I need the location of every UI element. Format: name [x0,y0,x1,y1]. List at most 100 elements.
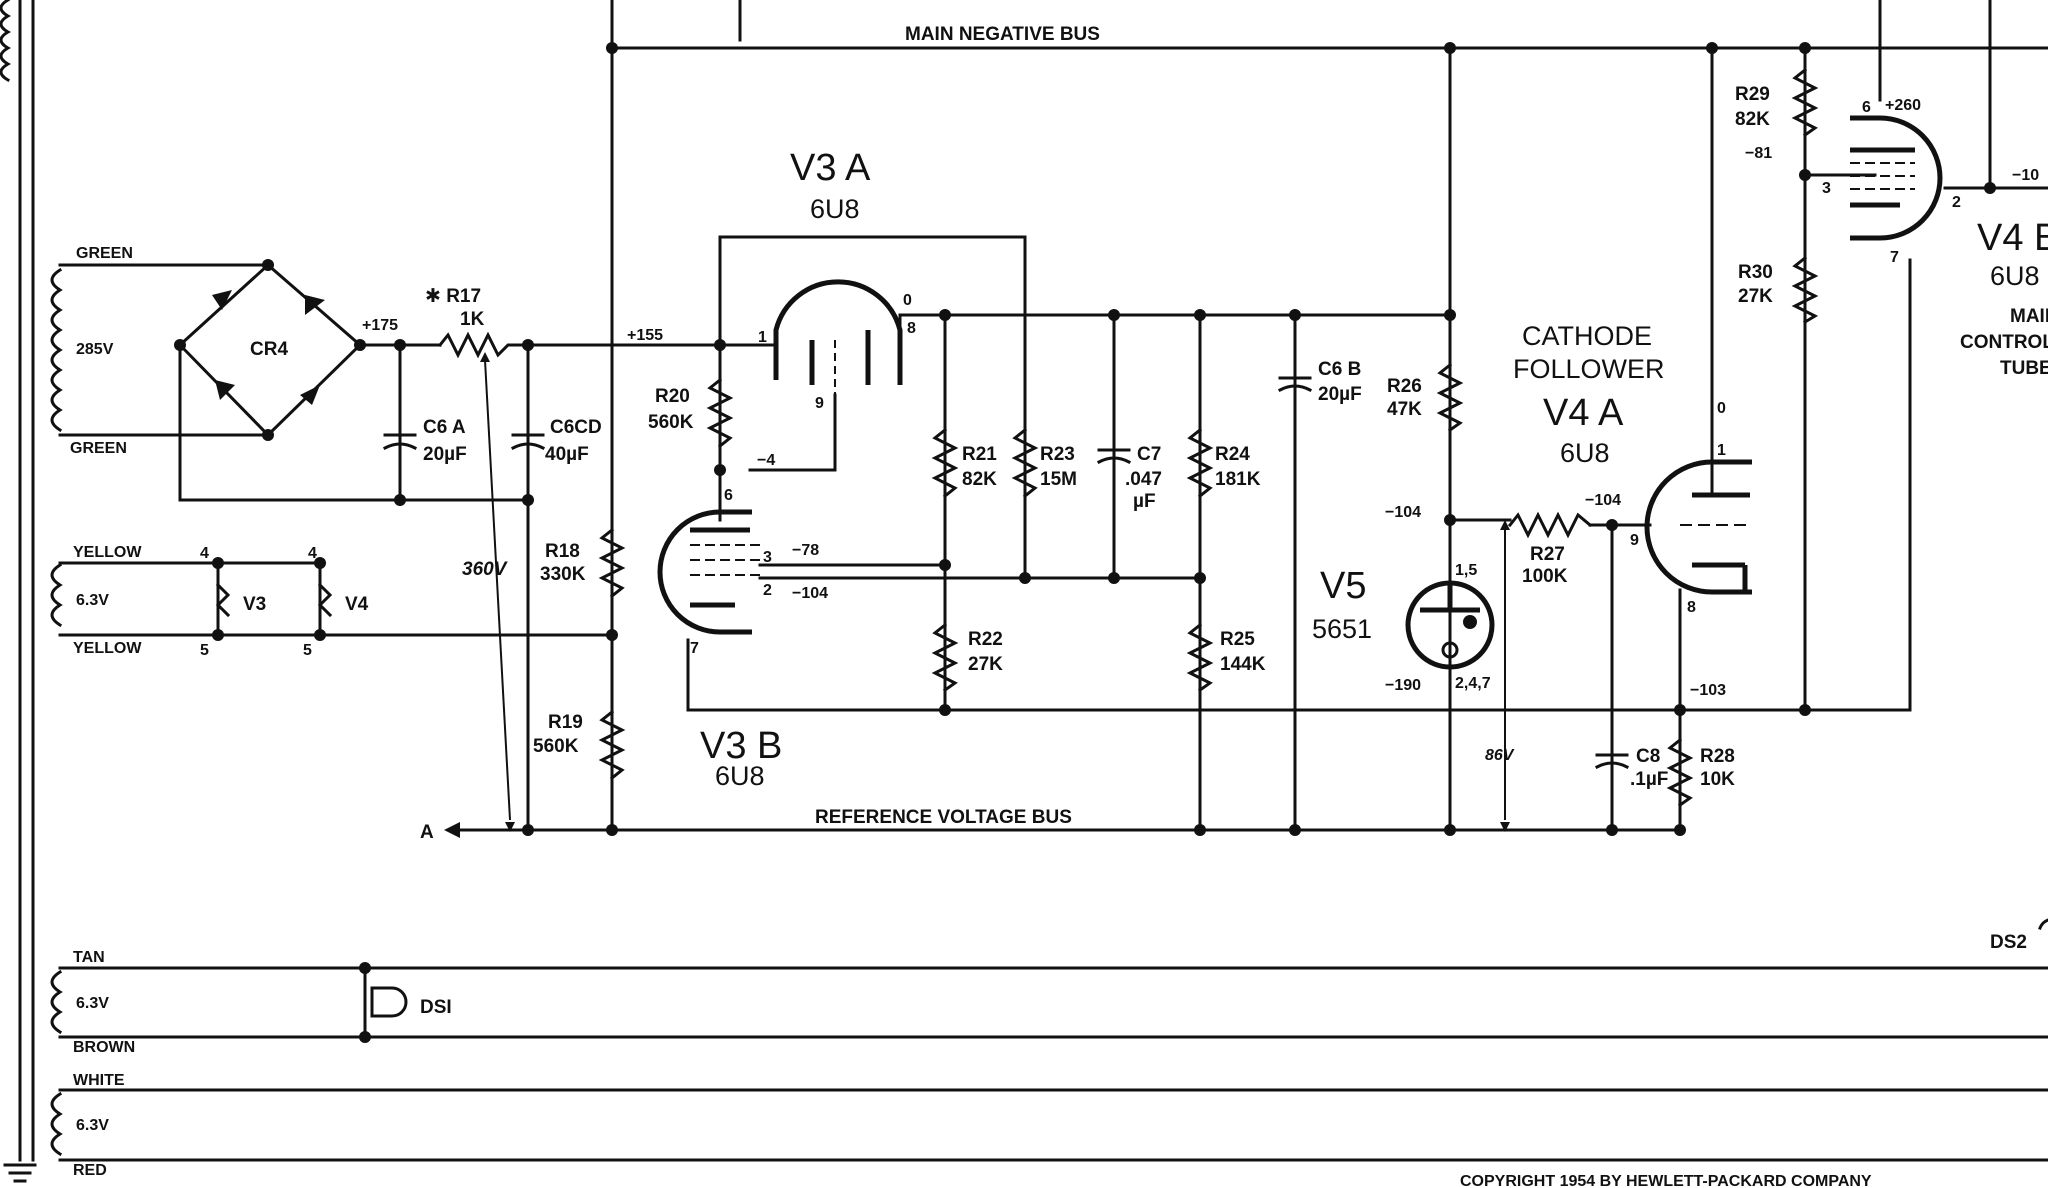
junction-dot [1108,572,1120,584]
c6a-capacitor-icon [382,442,418,451]
v3a-name-label: V3 A [790,147,871,189]
pin-label: 9 [1630,532,1639,549]
r25-value-label: 144K [1220,654,1266,675]
r24-label: R24 [1215,444,1250,465]
r17-value-label: 1K [460,309,485,330]
v5-dot [1463,615,1477,629]
junction-dot [939,309,951,321]
junction-dot [1984,182,1996,194]
arrow-head-icon [480,352,490,362]
r23-resistor-icon [1011,427,1039,499]
transformer-windings [0,0,63,1183]
r23-label: R23 [1040,444,1075,465]
copyright-footer: COPYRIGHT 1954 BY HEWLETT-PACKARD COMPAN… [1460,1173,1872,1188]
junction-dot [606,42,618,54]
r27-label: R27 [1530,544,1565,565]
junction-dot [314,629,326,641]
v4a-envelope [1644,459,1752,595]
filament-winding-icon [50,562,63,628]
junction-dot [314,557,326,569]
junction-dot [212,629,224,641]
r20-value-label: 560K [648,412,694,433]
junction-dot [606,629,618,641]
r18-value-label: 330K [540,564,586,585]
c6a-value-label: 20µF [423,444,467,465]
green-top-label: GREEN [76,245,133,262]
pin-label: 4 [308,545,317,562]
pin-label: 1,5 [1455,562,1477,579]
pin-label: 5 [200,642,209,659]
filament-winding-icon [50,969,63,1035]
reference-voltage-bus-label: REFERENCE VOLTAGE BUS [815,807,1072,828]
a-terminal-arrow-icon [444,822,460,838]
v5-regulator-tube-icon [1405,580,1495,670]
ds2-lamp-icon [2038,918,2048,930]
red-label: RED [73,1162,107,1179]
v3-heater-label: V3 [243,594,266,615]
junction-dot [262,259,274,271]
junction-dot [394,339,406,351]
labels: MAIN NEGATIVE BUS REFERENCE VOLTAGE BUS … [70,24,2048,1188]
c6a-label: C6 A [423,417,466,438]
r18-resistor-icon [598,527,626,599]
junction-dot [1444,309,1456,321]
hv-label: 285V [76,341,114,358]
r19-label: R19 [548,712,583,733]
r22-resistor-icon [931,622,959,693]
junction-dot [394,494,406,506]
voltage-label: +260 [1885,97,1921,114]
junction-dot [1194,824,1206,836]
v4a-title1-label: CATHODE [1522,321,1652,351]
pin-label: 0 [903,292,912,309]
junction-dot [212,557,224,569]
v5-name-label: V5 [1320,565,1366,607]
fil2-label: 6.3V [76,995,109,1012]
pin-label: 2 [1952,194,1961,211]
v4b-desc2-label: CONTROL [1960,332,2048,353]
junction-dot [1194,572,1206,584]
junction-dot [1289,824,1301,836]
v5-cathode [1441,641,1459,659]
pin-label: 6 [724,487,733,504]
junction-dot [1108,309,1120,321]
voltage-label: −104 [1385,504,1421,521]
r25-resistor-icon [1186,622,1214,693]
voltage-label: −104 [792,585,828,602]
pin-label: 9 [815,395,824,412]
v4-heater-icon [317,582,333,618]
pin-label: 1 [1717,442,1726,459]
v3a-type-label: 6U8 [810,194,860,224]
r21-resistor-icon [931,427,959,499]
pin-label: 4 [200,545,209,562]
white-label: WHITE [73,1072,125,1089]
junction-dot [359,962,371,974]
ds1-lamp-icon [370,986,408,1018]
ds1-label: DSI [420,997,452,1018]
junction-dot [1606,519,1618,531]
junction-dot [1019,572,1031,584]
c8-value-label: .1µF [1630,769,1668,790]
v4a-tube-icon [1644,458,1752,712]
voltage-label: −4 [757,452,775,469]
r22-value-label: 27K [968,654,1003,675]
v360-arrow [484,359,511,821]
voltage-label: 86V [1485,747,1515,764]
r23-value-label: 15M [1040,469,1077,490]
c7-unit-label: µF [1133,491,1156,512]
v4b-tube-icon [1850,115,1943,241]
pin-label: 3 [1822,180,1831,197]
brown-label: BROWN [73,1039,135,1056]
r22-label: R22 [968,629,1003,650]
fil3-label: 6.3V [76,1117,109,1134]
junction-dot [1799,42,1811,54]
junction-dot [1444,514,1456,526]
pin-label: 2 [763,582,772,599]
pin-label: 8 [1687,599,1696,616]
pin-label: 7 [1890,249,1899,266]
junction-dot [1289,309,1301,321]
tan-label: TAN [73,949,105,966]
r26-resistor-icon [1436,362,1464,433]
junction-dot [606,824,618,836]
diode-icon [212,290,232,310]
junction-dot [939,559,951,571]
